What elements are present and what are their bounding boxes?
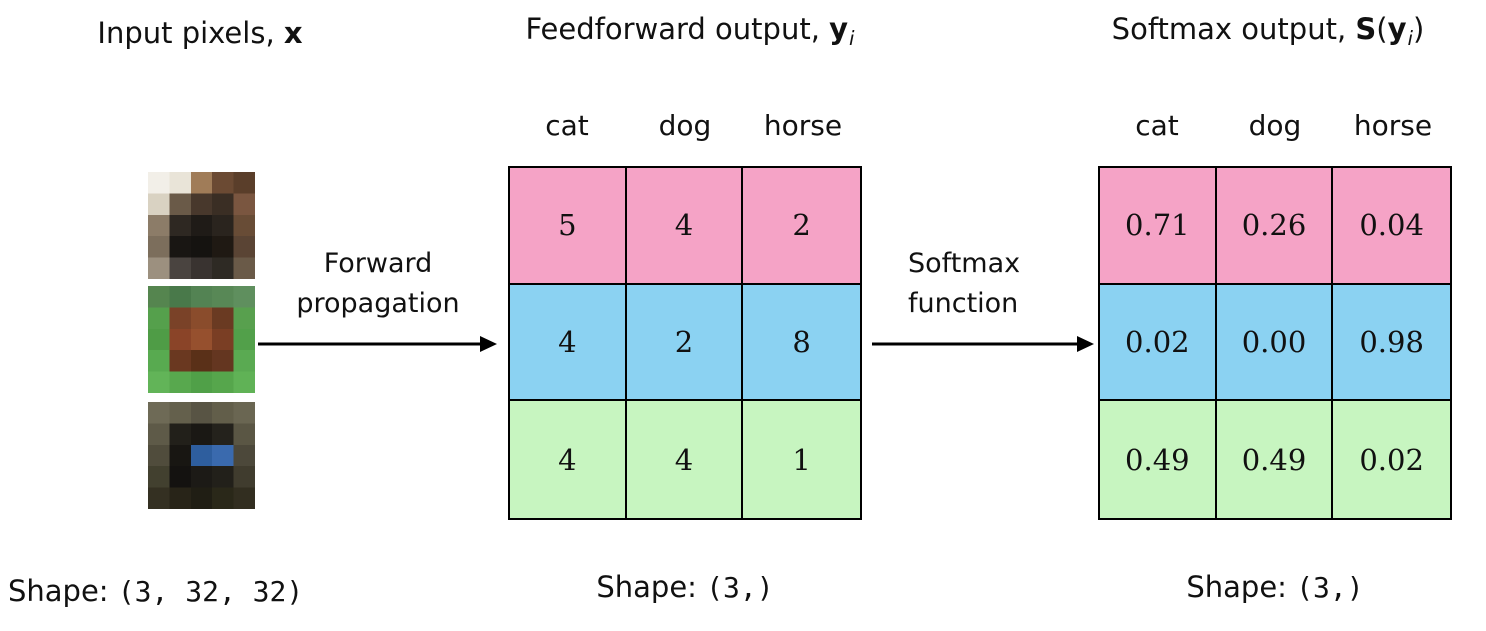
feedforward-cell-r2c0: 4 [510,401,627,518]
softmax-title-open: ( [1376,12,1388,46]
feedforward-cell-r1c2: 8 [743,284,860,402]
feedforward-cell-r1c1: 2 [626,284,744,402]
softmax-cell-r1c2: 0.98 [1333,284,1450,402]
horse-image [148,286,255,393]
cat-image [148,172,255,279]
softmax-cell-r2c1: 0.49 [1216,401,1334,518]
softmax-header-dog: dog [1248,109,1302,142]
feedforward-cell-r1c0: 4 [510,284,627,402]
input-shape-value: (3, 32, 32) [117,575,304,608]
feedforward-shape-label: Shape: [596,570,697,604]
softmax-header-cat: cat [1135,109,1179,142]
softmax-arrow-head-icon [1077,336,1094,352]
softmax-cell-r1c0: 0.02 [1100,284,1217,402]
softmax-shape: Shape: (3,) [1098,570,1452,604]
forward-arrow-line [258,342,483,346]
softmax-title: Softmax output, S(yi) [1068,12,1468,50]
softmax-matrix: 0.71 0.26 0.04 0.02 0.00 0.98 0.49 0.49 … [1098,166,1452,520]
softmax-title-close: ) [1413,12,1425,46]
feedforward-shape-value: (3,) [706,571,774,604]
forward-propagation-label-line2: propagation [296,288,460,319]
dog-image [148,402,255,509]
feedforward-header-horse: horse [763,109,843,142]
softmax-function-label: Softmax function [908,244,1108,324]
softmax-function-arrow [872,334,1094,354]
feedforward-matrix: 5 4 2 4 2 8 4 4 1 [508,166,862,520]
feedforward-shape: Shape: (3,) [508,570,862,604]
feedforward-title: Feedforward output, yi [480,12,900,50]
softmax-shape-value: (3,) [1296,571,1364,604]
softmax-header-horse: horse [1353,109,1433,142]
feedforward-cell-r2c1: 4 [626,401,744,518]
softmax-function-label-line2: function [908,288,1019,319]
feedforward-cell-r0c2: 2 [743,168,860,285]
softmax-cell-r0c1: 0.26 [1216,168,1334,285]
feedforward-title-text: Feedforward output, [525,12,820,46]
softmax-function-label-line1: Softmax [908,248,1021,279]
forward-arrow-head-icon [480,336,497,352]
feedforward-title-subscript: i [849,26,855,50]
softmax-title-subscript: i [1407,26,1413,50]
feedforward-cell-r0c1: 4 [626,168,744,285]
input-title-symbol: x [283,16,303,50]
softmax-title-text: Softmax output, [1111,12,1347,46]
input-title: Input pixels, x [70,16,330,50]
softmax-cell-r2c2: 0.02 [1333,401,1450,518]
forward-propagation-label-line1: Forward [323,248,433,279]
softmax-shape-label: Shape: [1186,570,1287,604]
forward-propagation-arrow [258,334,497,354]
softmax-cell-r0c0: 0.71 [1100,168,1217,285]
feedforward-cell-r0c0: 5 [510,168,627,285]
softmax-title-symbol: y [1387,12,1407,46]
feedforward-cell-r2c2: 1 [743,401,860,518]
softmax-cell-r2c0: 0.49 [1100,401,1217,518]
softmax-cell-r0c2: 0.04 [1333,168,1450,285]
input-shape: Shape: (3, 32, 32) [8,574,303,608]
input-title-text: Input pixels, [97,16,275,50]
feedforward-header-cat: cat [545,109,589,142]
softmax-title-fn: S [1355,12,1377,46]
feedforward-header-dog: dog [658,109,712,142]
softmax-cell-r1c1: 0.00 [1216,284,1334,402]
softmax-arrow-line [872,342,1080,346]
input-shape-label: Shape: [8,574,109,608]
feedforward-column-headers: cat dog horse [508,96,862,148]
forward-propagation-label: Forward propagation [258,244,498,324]
softmax-column-headers: cat dog horse [1098,96,1452,148]
feedforward-title-symbol: y [829,12,849,46]
